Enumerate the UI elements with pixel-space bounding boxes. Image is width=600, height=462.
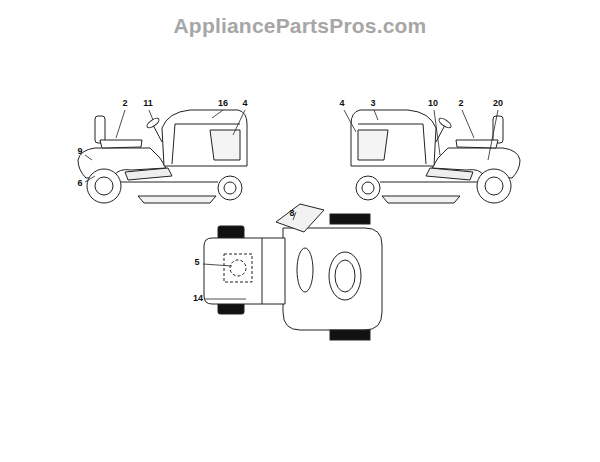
callout-number: 6: [76, 179, 83, 189]
callout-number: 4: [338, 99, 345, 109]
callout-number: 2: [457, 99, 464, 109]
callout-number: 20: [492, 99, 504, 109]
callout-number: 14: [192, 294, 204, 304]
watermark: AppliancePartsPros.com: [174, 14, 427, 37]
callout-number: 4: [241, 99, 248, 109]
callout-number: 8: [288, 209, 295, 219]
callout-number: 11: [142, 99, 154, 109]
callout-number: 10: [427, 99, 439, 109]
callout-number: 9: [76, 147, 83, 157]
callout-number: 2: [121, 99, 128, 109]
callout-number: 3: [369, 99, 376, 109]
callout-number: 16: [217, 99, 229, 109]
callout-number: 5: [193, 258, 200, 268]
